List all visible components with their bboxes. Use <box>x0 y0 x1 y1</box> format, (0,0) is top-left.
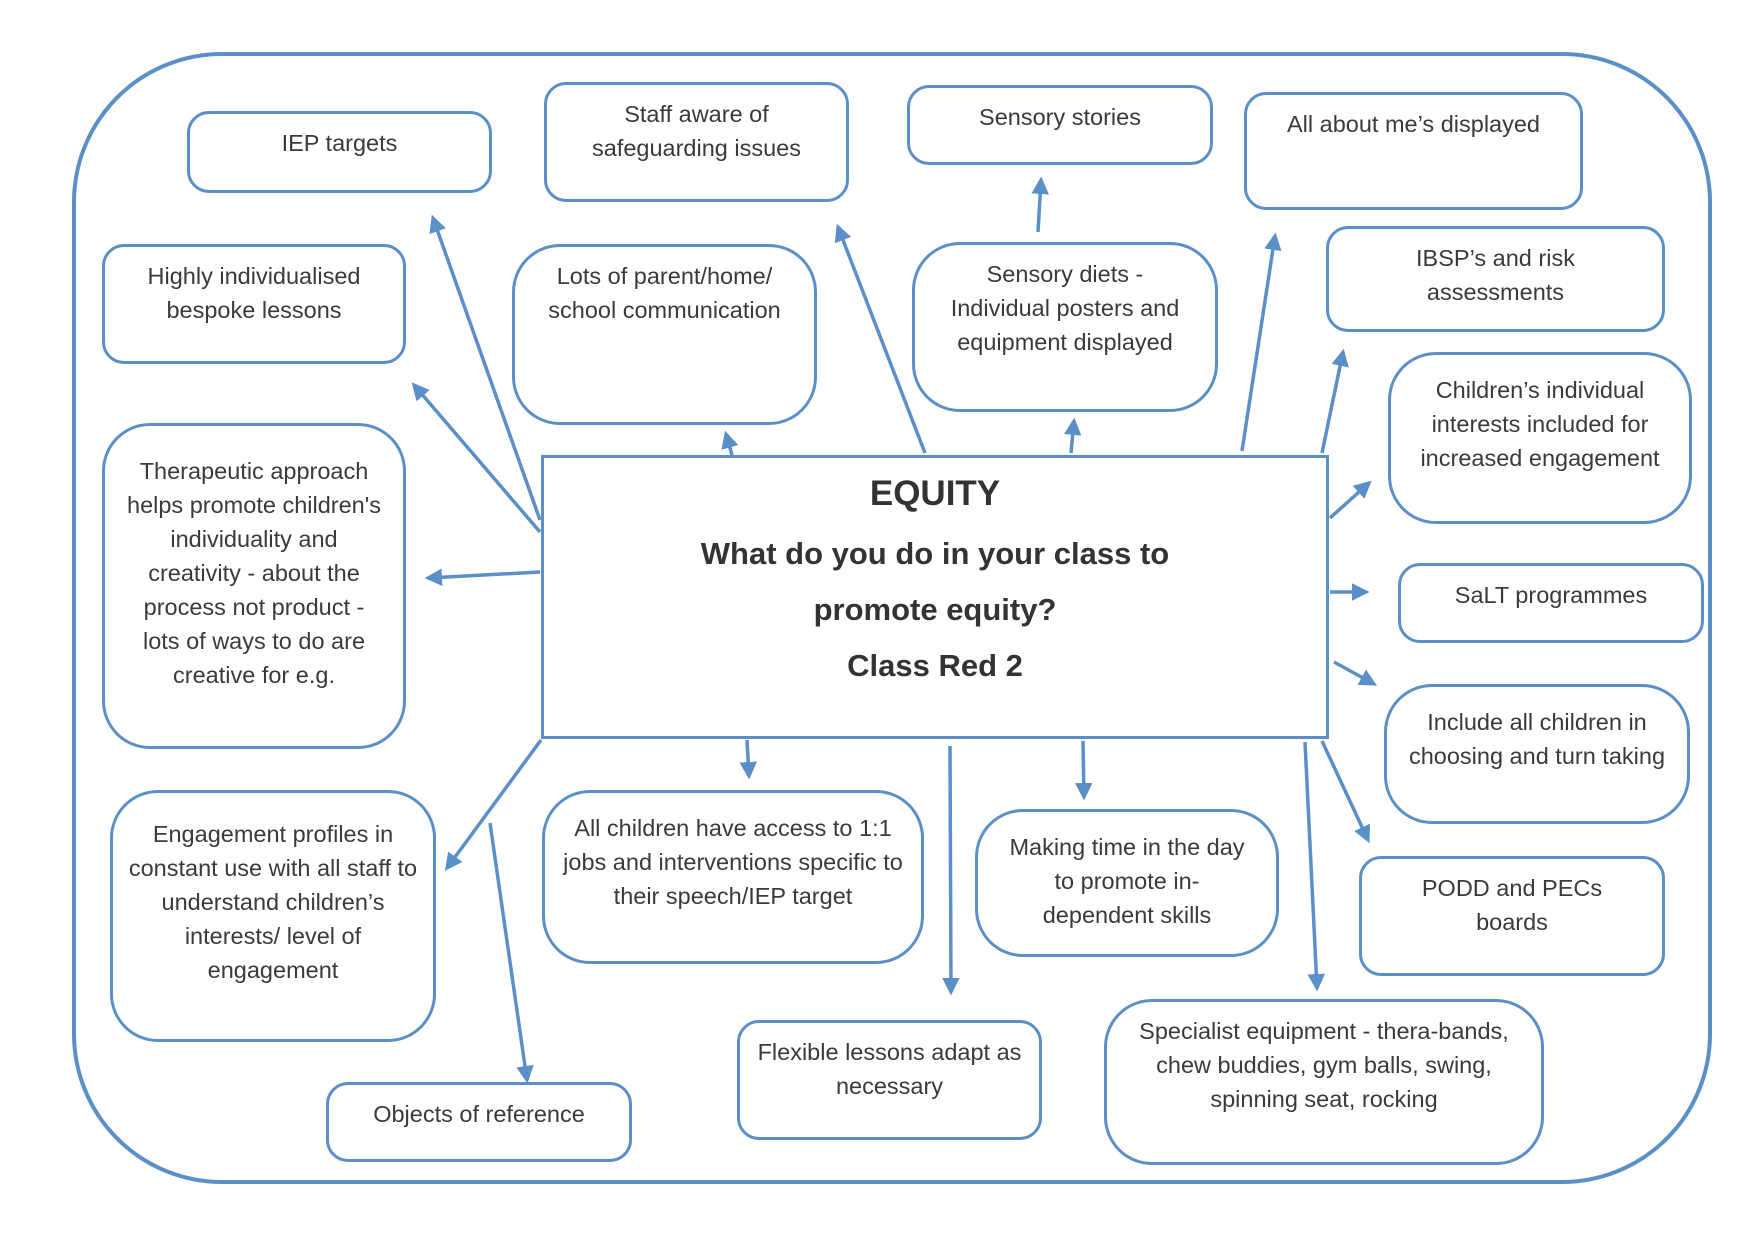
node-staff-safeguarding-text: Staff aware of safeguarding issues <box>591 101 802 161</box>
class-name: Class Red 2 <box>847 648 1023 683</box>
node-flexible-lessons: Flexible lessons adapt as necessary <box>737 1020 1042 1140</box>
node-engagement-profiles-text: Engagement profiles in constant use with… <box>128 821 418 983</box>
node-independent-skills-text: Making time in the day to promote in-dep… <box>1009 834 1245 928</box>
equity-question-line-1: What do you do in your class to <box>700 536 1170 571</box>
node-therapeutic-approach: Therapeutic approach helps promote child… <box>102 423 406 749</box>
node-staff-safeguarding: Staff aware of safeguarding issues <box>544 82 849 202</box>
node-specialist-equipment-text: Specialist equipment - thera-bands, chew… <box>1139 1018 1509 1112</box>
node-objects-of-reference: Objects of reference <box>326 1082 632 1162</box>
outer-frame <box>72 52 1712 1184</box>
node-podd-pecs: PODD and PECs boards <box>1359 856 1665 976</box>
node-include-all-children: Include all children in choosing and tur… <box>1384 684 1690 824</box>
central-equity-box: EQUITY What do you do in your class to p… <box>541 455 1329 739</box>
equity-title: EQUITY <box>869 474 1001 513</box>
node-iep-targets: IEP targets <box>187 111 492 193</box>
node-parent-communication-text: Lots of parent/home/ school communicatio… <box>548 263 781 323</box>
node-objects-of-reference-text: Objects of reference <box>373 1101 585 1127</box>
node-ibsp-risk: IBSP’s and risk assessments <box>1326 226 1665 332</box>
node-sensory-stories-text: Sensory stories <box>979 104 1141 130</box>
node-therapeutic-approach-text: Therapeutic approach helps promote child… <box>127 458 381 688</box>
node-parent-communication: Lots of parent/home/ school communicatio… <box>512 244 817 425</box>
node-sensory-diets: Sensory diets - Individual posters and e… <box>912 242 1218 412</box>
node-sensory-diets-text: Sensory diets - Individual posters and e… <box>950 261 1180 355</box>
node-independent-skills: Making time in the day to promote in-dep… <box>975 809 1279 957</box>
node-one-to-one-jobs-text: All children have access to 1:1 jobs and… <box>563 815 903 909</box>
node-flexible-lessons-text: Flexible lessons adapt as necessary <box>757 1039 1022 1099</box>
node-podd-pecs-text: PODD and PECs boards <box>1421 875 1603 935</box>
node-engagement-profiles: Engagement profiles in constant use with… <box>110 790 436 1042</box>
equity-question-line-2: promote equity? <box>813 592 1057 627</box>
node-all-about-me-text: All about me’s displayed <box>1287 111 1540 137</box>
node-all-about-me: All about me’s displayed <box>1244 92 1583 210</box>
node-one-to-one-jobs: All children have access to 1:1 jobs and… <box>542 790 924 964</box>
node-include-all-children-text: Include all children in choosing and tur… <box>1408 709 1666 769</box>
node-childrens-interests-text: Children’s individual interests included… <box>1420 377 1660 471</box>
node-bespoke-lessons: Highly individualised bespoke lessons <box>102 244 406 364</box>
node-salt-programmes: SaLT programmes <box>1398 563 1704 643</box>
node-sensory-stories: Sensory stories <box>907 85 1213 165</box>
node-iep-targets-text: IEP targets <box>281 130 398 156</box>
node-specialist-equipment: Specialist equipment - thera-bands, chew… <box>1104 999 1544 1165</box>
node-bespoke-lessons-text: Highly individualised bespoke lessons <box>147 263 361 323</box>
node-childrens-interests: Children’s individual interests included… <box>1388 352 1692 524</box>
node-ibsp-risk-text: IBSP’s and risk assessments <box>1416 245 1575 305</box>
node-salt-programmes-text: SaLT programmes <box>1454 582 1648 608</box>
